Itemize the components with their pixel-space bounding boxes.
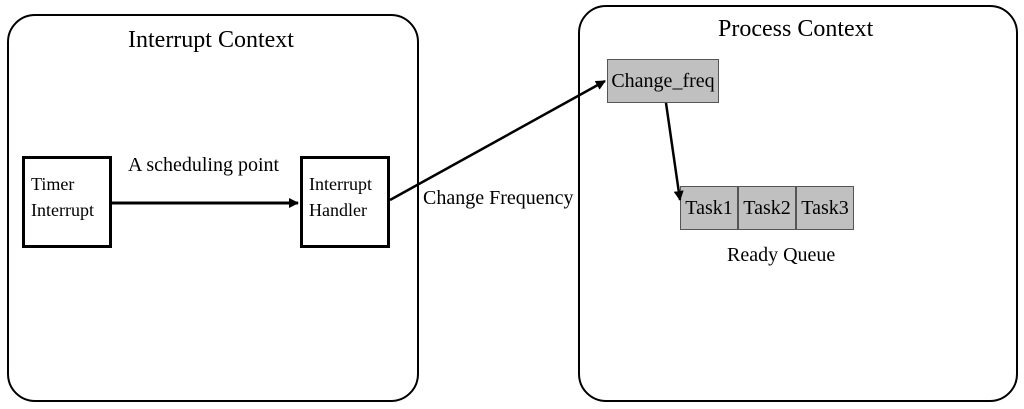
- interrupt-handler-node: Interrupt Handler: [300, 156, 390, 248]
- ready-queue-task-2: Task2: [738, 186, 796, 230]
- timer-interrupt-label-line1: Timer: [31, 174, 75, 194]
- interrupt-handler-label-line2: Handler: [309, 200, 367, 220]
- timer-interrupt-label-line2: Interrupt: [31, 200, 94, 220]
- change-frequency-label: Change Frequency: [423, 187, 574, 209]
- interrupt-context-title: Interrupt Context: [128, 27, 294, 53]
- ready-queue-label: Ready Queue: [727, 244, 836, 266]
- arrow-handler-to-change-freq: [389, 79, 606, 202]
- interrupt-handler-label-line1: Interrupt: [309, 174, 372, 194]
- ready-queue-task-3: Task3: [796, 186, 854, 230]
- scheduling-point-label: A scheduling point: [128, 154, 280, 176]
- change-freq-node: Change_freq: [607, 59, 719, 103]
- timer-interrupt-node: Timer Interrupt: [22, 156, 112, 248]
- process-context-title: Process Context: [718, 16, 874, 42]
- ready-queue-task-1: Task1: [680, 186, 738, 230]
